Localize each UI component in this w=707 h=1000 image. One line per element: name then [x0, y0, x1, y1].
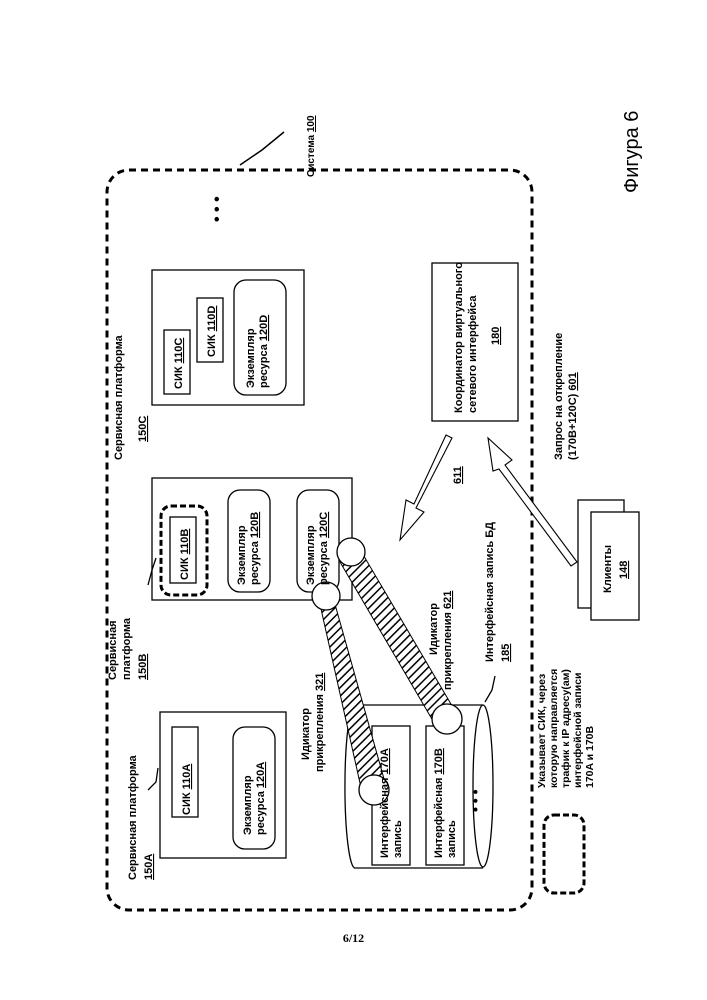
svg-text:(170B+120C) 601: (170B+120C) 601 [567, 372, 579, 460]
record-170A-line1: Интерфейсная [379, 778, 391, 858]
resource-120A-ref: 120A [255, 762, 267, 788]
indicator-621-line2: прикрепления [442, 612, 454, 690]
nic-110D-ref: 110D [206, 306, 218, 332]
request-line2: (170B+120C) [567, 393, 579, 460]
svg-text:прикрепления 321: прикрепления 321 [314, 673, 326, 772]
clients-label: Клиенты [602, 545, 614, 593]
nic-110D-label: СИК [206, 334, 218, 357]
platform-150A-label: Сервисная платформа [127, 754, 139, 880]
record-170B-line2: запись [446, 820, 458, 858]
request-line1: Запрос на открепление [553, 333, 565, 460]
page-number: 6/12 [0, 931, 707, 946]
request-ref: 601 [567, 372, 579, 390]
coordinator-ref: 180 [490, 327, 502, 345]
svg-text:СИК 110B: СИК 110B [179, 529, 191, 580]
connector-circle [337, 538, 365, 566]
platform-150C-label: Сервисная платформа [113, 334, 125, 460]
resource-120D-line2: ресурса [258, 343, 270, 388]
record-170A-line2: запись [392, 820, 404, 858]
more-platforms-ellipsis: • • • [209, 196, 226, 222]
platform-150B-ref: 150B [137, 654, 149, 680]
indicator-321-line1: Идикатор [300, 708, 312, 760]
resource-120D-ref: 120D [258, 315, 270, 341]
svg-text:Интерфейсная 170B: Интерфейсная 170B [433, 748, 445, 858]
platform-150C-ref: 150C [137, 416, 149, 442]
nic-110C-label: СИК [173, 366, 185, 389]
clients-ref: 148 [618, 561, 630, 579]
svg-text:ресурса 120D: ресурса 120D [258, 315, 270, 388]
svg-text:Система 100: Система 100 [306, 115, 317, 177]
resource-120C-line1: Экземпляр [305, 525, 317, 585]
service-platform-150A [160, 712, 286, 858]
resource-120D-line1: Экземпляр [245, 328, 257, 388]
indicator-321-ref: 321 [314, 673, 326, 691]
nic-110C-ref: 110C [173, 338, 185, 364]
legend-line1: Указывает СИК, через [536, 674, 548, 788]
db-more-ellipsis: • • • [467, 789, 483, 812]
resource-120A-line2: ресурса [255, 790, 267, 835]
indicator-621-ref: 621 [442, 591, 454, 609]
response-ref-611: 611 [452, 466, 464, 484]
system-pointer [240, 132, 284, 165]
db-ref: 185 [500, 644, 512, 662]
resource-120C-ref: 120C [318, 512, 330, 538]
svg-text:прикрепления 621: прикрепления 621 [442, 591, 454, 690]
legend-line5: 170A и 170B [584, 725, 596, 788]
platform-150B-label-line1: Сервисная [107, 620, 119, 680]
system-label: Система [306, 134, 317, 177]
response-arrow-611 [400, 435, 452, 540]
svg-text:СИК 110D: СИК 110D [206, 306, 218, 357]
indicator-321-line2: прикрепления [314, 694, 326, 772]
svg-text:СИК 110A: СИК 110A [181, 764, 193, 815]
record-170A-ref: 170A [379, 748, 391, 774]
svg-text:ресурса 120A: ресурса 120A [255, 762, 267, 835]
record-170B-ref: 170B [433, 748, 445, 774]
resource-120B-ref: 120B [249, 512, 261, 538]
nic-110A-ref: 110A [181, 764, 193, 790]
svg-text:СИК 110C: СИК 110C [173, 338, 185, 389]
platform-150B-label-line2: платформа [121, 617, 133, 680]
legend-box [544, 815, 584, 893]
nic-110B-label: СИК [179, 557, 191, 580]
resource-120C-line2: ресурса [318, 540, 330, 585]
legend-line3: трафик к IP адресу(ам) [560, 669, 572, 788]
db-label: Интерфейсная запись БД [484, 522, 496, 662]
system-ref: 100 [306, 115, 317, 132]
nic-110A-label: СИК [181, 792, 193, 815]
svg-text:ресурса 120B: ресурса 120B [249, 512, 261, 585]
coordinator-line2: сетевого интерфейса [467, 295, 479, 413]
legend-line2: которую направляется [548, 669, 560, 788]
connector-circle [432, 704, 462, 734]
connector-circle [312, 582, 340, 610]
platform-150A-ref: 150A [143, 854, 155, 880]
indicator-621-line1: Идикатор [428, 603, 440, 655]
resource-120B-line2: ресурса [249, 540, 261, 585]
legend-line4: интерфейсной записи [572, 672, 584, 788]
svg-text:ресурса 120C: ресурса 120C [318, 512, 330, 585]
figure-caption: Фигура 6 [621, 111, 643, 193]
resource-120B-line1: Экземпляр [236, 525, 248, 585]
resource-120A-line1: Экземпляр [242, 775, 254, 835]
nic-110B-ref: 110B [179, 529, 191, 555]
svg-text:Интерфейсная 170A: Интерфейсная 170A [379, 748, 391, 858]
coordinator-line1: Координатор виртуального [453, 262, 465, 413]
record-170B-line1: Интерфейсная [433, 778, 445, 858]
